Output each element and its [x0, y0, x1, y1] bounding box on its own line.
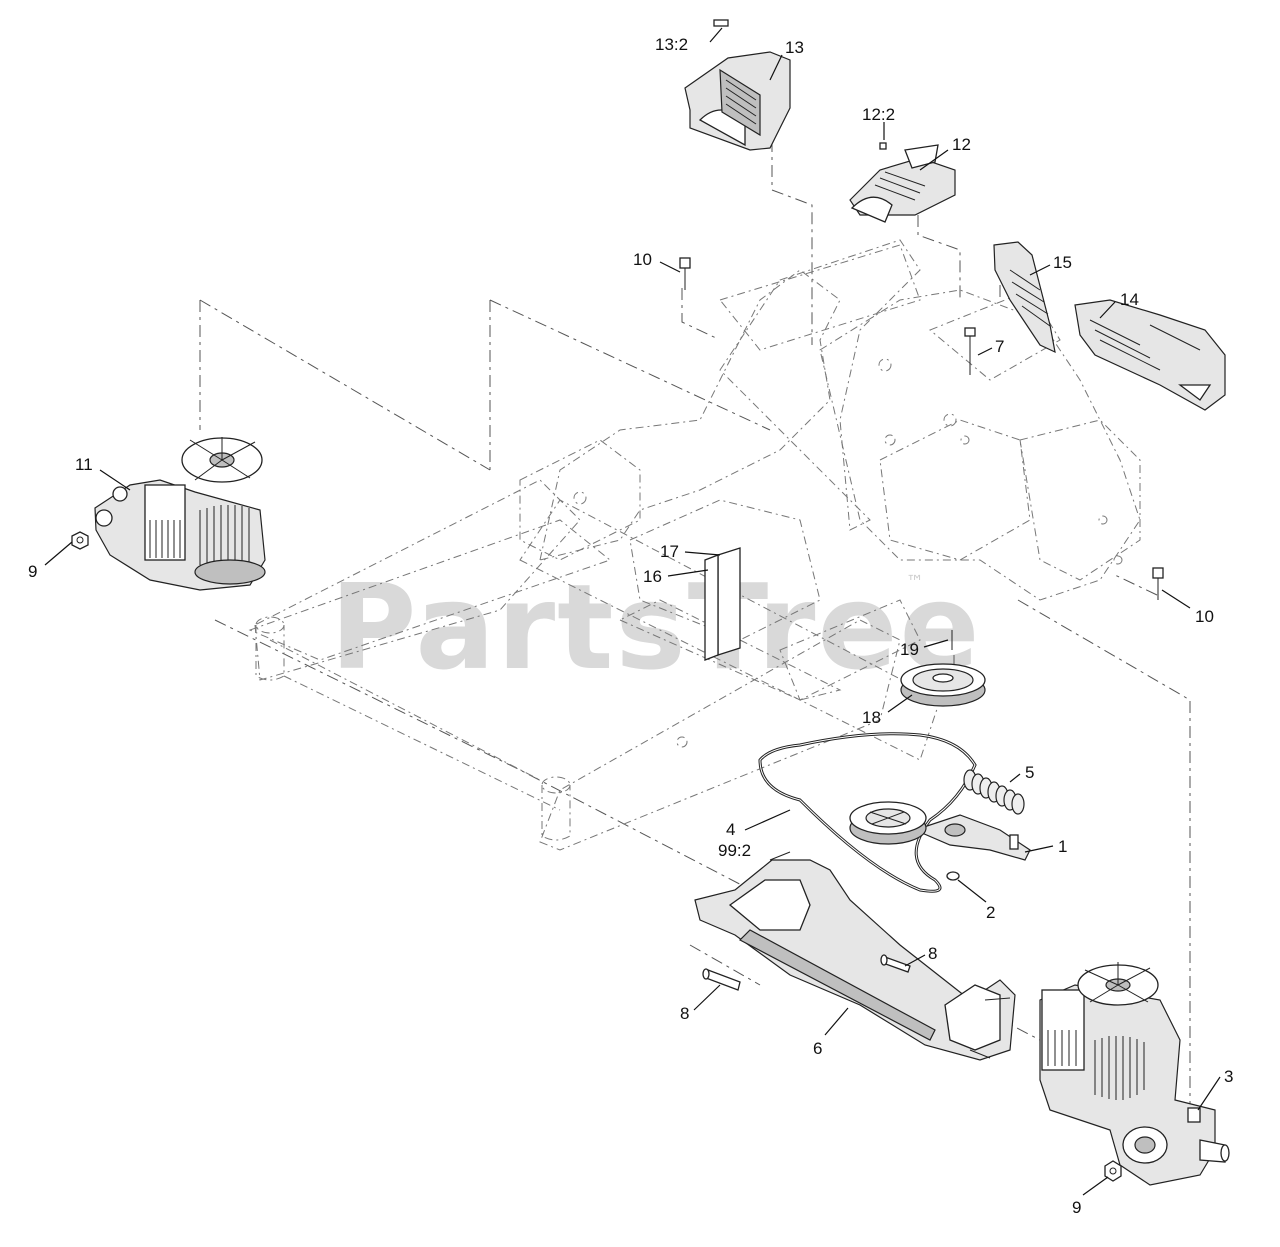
part-3-transaxle-right	[1039, 962, 1230, 1186]
callout-17: 17	[660, 542, 679, 561]
nut-9-right	[1104, 1160, 1122, 1182]
part-6-carrier	[694, 851, 1016, 1061]
part-1-idler-arm	[849, 801, 1031, 881]
callout-9-left: 9	[28, 562, 37, 581]
part-9-nuts	[71, 531, 1122, 1182]
bolt-10-upper	[679, 257, 691, 269]
callout-labels: 13:2 13 12:2 12 10 15 14 7 11 9 17 16 10…	[28, 35, 1233, 1217]
callout-7: 7	[995, 337, 1004, 356]
part-16-17-plates	[704, 547, 741, 661]
callout-8-left: 8	[680, 1004, 689, 1023]
main-frame	[248, 239, 1141, 851]
part-15-bracket	[993, 241, 1056, 354]
bolts	[679, 257, 1164, 650]
callout-5: 5	[1025, 763, 1034, 782]
part-11-transaxle-left	[94, 437, 266, 591]
callout-14: 14	[1120, 290, 1139, 309]
part-13-shield	[684, 19, 791, 151]
callout-12-2: 12:2	[862, 105, 895, 124]
nut-9-left	[71, 531, 89, 550]
callout-99-2: 99:2	[718, 841, 751, 860]
callout-3: 3	[1224, 1067, 1233, 1086]
callout-6: 6	[813, 1039, 822, 1058]
part-12-shield	[849, 142, 956, 223]
callout-19: 19	[900, 640, 919, 659]
callout-11: 11	[75, 455, 93, 474]
callout-1: 1	[1058, 837, 1067, 856]
part-8-pins	[702, 954, 911, 991]
callout-10-upper: 10	[633, 250, 652, 269]
callout-10-right: 10	[1195, 607, 1214, 626]
part-4-belt	[758, 732, 977, 893]
bolt-10-right	[1152, 567, 1164, 579]
part-5-spring	[963, 769, 1025, 815]
callout-12: 12	[952, 135, 971, 154]
callout-2: 2	[986, 903, 995, 922]
bolt-7	[964, 327, 976, 337]
callout-15: 15	[1053, 253, 1072, 272]
leader-lines	[44, 27, 1221, 1196]
callout-4: 4	[726, 820, 735, 839]
callout-18: 18	[862, 708, 881, 727]
callout-16: 16	[643, 567, 662, 586]
part-18-pulley	[900, 663, 986, 707]
pin-8-left	[705, 969, 741, 991]
callout-13: 13	[785, 38, 804, 57]
callout-13-2: 13:2	[655, 35, 688, 54]
callout-9-right: 9	[1072, 1198, 1081, 1217]
callout-8-right: 8	[928, 944, 937, 963]
watermark-trademark: ™	[906, 572, 924, 593]
part-14-shroud	[1074, 299, 1226, 411]
